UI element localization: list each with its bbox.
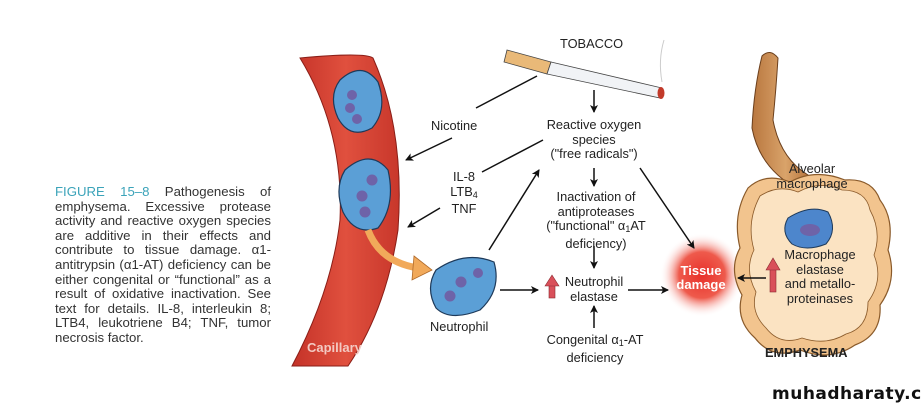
caption-text: Pathogenesis of emphysema. Excessive pro… — [55, 184, 271, 345]
inact-line-2: antiproteases — [557, 203, 635, 219]
ros-line-3: ("free radicals") — [550, 146, 638, 161]
emphysema-alveoli — [733, 52, 893, 356]
arrow-mediators-to-capillary — [407, 207, 441, 228]
arrow-neutrophil-to-ros — [488, 169, 540, 251]
arrow-ros-to-mediators — [481, 139, 544, 173]
mediator-tnf: TNF — [451, 201, 477, 216]
inact-line-3: ("functional" α1AT — [546, 218, 646, 234]
mediator-ltb4: LTB4 — [450, 183, 478, 200]
mediator-il8: IL-8 — [452, 169, 476, 184]
figure-caption: FIGURE 15–8 Pathogenesis of emphysema. E… — [55, 184, 271, 346]
label-congenital-deficiency: Congenital α1-AT deficiency — [535, 332, 655, 365]
congenital-line-1: Congenital α1-AT — [546, 332, 644, 348]
arrow-tobacco-to-nicotine — [475, 75, 538, 109]
inact-line-4: deficiency) — [565, 235, 627, 251]
elastase-line-1: Neutrophil — [564, 274, 624, 289]
label-alveolar-macrophage: Alveolar macrophage — [776, 161, 848, 191]
inact-line-1: Inactivation of — [556, 189, 636, 204]
ros-line-2: species — [572, 131, 616, 147]
neutrophil-cell-lower — [338, 158, 391, 231]
tissue-damage-glow — [660, 233, 744, 317]
cigarette-icon — [503, 39, 665, 99]
increase-arrow-macrophage-elastase — [765, 257, 781, 293]
label-tobacco: TOBACCO — [560, 36, 624, 51]
congenital-line-2: deficiency — [566, 349, 624, 365]
migration-arrow — [364, 228, 419, 272]
increase-arrow-neutrophil-elastase — [544, 274, 560, 299]
label-mediators: IL-8 LTB4 TNF — [446, 169, 482, 217]
neutrophil-cell-upper — [332, 69, 383, 133]
label-neutrophil: Neutrophil — [430, 319, 489, 334]
arrow-nicotine-to-capillary — [405, 137, 453, 161]
watermark: muhadharaty.com — [772, 384, 922, 404]
label-reactive-oxygen-species: Reactive oxygen species ("free radicals"… — [538, 117, 650, 162]
label-nicotine: Nicotine — [431, 118, 478, 133]
elastase-line-2: elastase — [570, 288, 618, 304]
arrow-ros-to-tissue-damage — [639, 167, 695, 249]
label-tissue-damage: Tissue damage — [676, 263, 726, 292]
ros-line-1: Reactive oxygen — [546, 117, 642, 132]
label-capillary: Capillary — [307, 340, 362, 355]
label-emphysema: EMPHYSEMA — [765, 345, 848, 360]
figure-label: FIGURE 15–8 — [55, 184, 150, 199]
label-neutrophil-elastase: Neutrophil elastase — [560, 274, 628, 304]
label-macrophage-elastase: Macrophage elastase and metallo- protein… — [784, 247, 856, 306]
label-inactivation-antiproteases: Inactivation of antiproteases ("function… — [540, 189, 652, 251]
neutrophil-cell — [429, 256, 497, 317]
